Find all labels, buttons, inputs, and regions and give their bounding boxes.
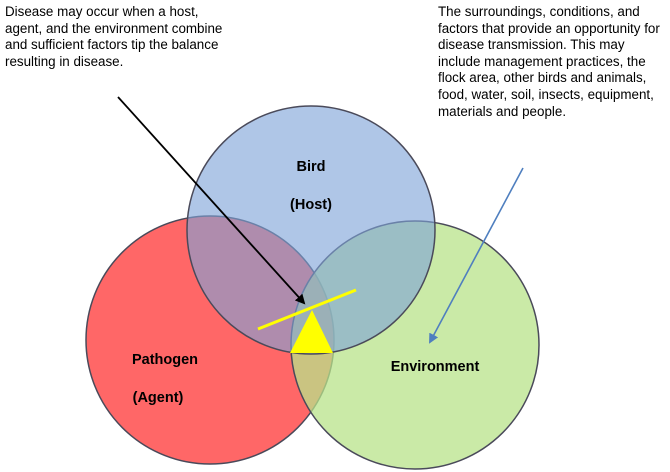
- environment-pointer-arrow: [429, 167, 524, 344]
- balance-fulcrum-triangle: [290, 310, 333, 353]
- agent-title: Pathogen: [132, 352, 198, 368]
- bird-host-circle: [186, 105, 436, 355]
- host-title: Bird: [297, 159, 326, 175]
- environment-title: Environment: [391, 359, 480, 375]
- agent-subtitle: (Agent): [133, 390, 184, 406]
- disease-pointer-arrow: [117, 96, 306, 305]
- balance-beam: [257, 288, 357, 331]
- environment-annotation: The surroundings, conditions, and factor…: [438, 4, 660, 119]
- host-subtitle: (Host): [290, 197, 332, 213]
- disease-annotation: Disease may occur when a host, agent, an…: [5, 4, 223, 69]
